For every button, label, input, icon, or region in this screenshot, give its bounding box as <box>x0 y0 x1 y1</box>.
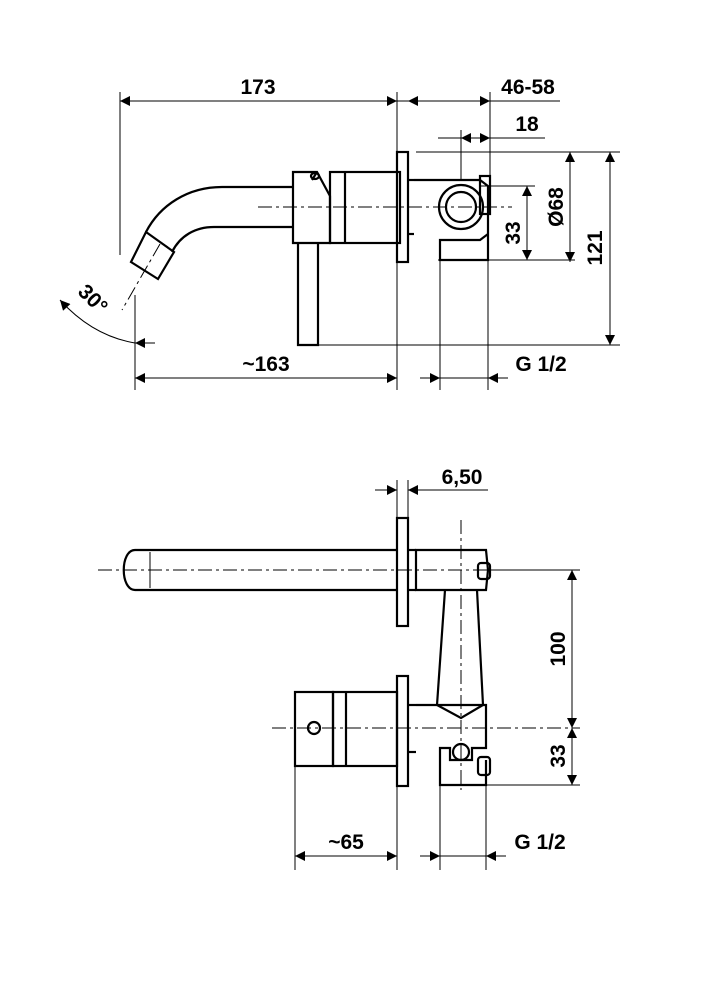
dim-connection-height-bottom: 33 <box>547 744 570 767</box>
dim-handle-reach: ~65 <box>328 831 364 854</box>
dim-connection-height-top: 33 <box>502 221 525 244</box>
dim-spout-angle: 30° <box>73 280 112 319</box>
dim-center-distance: 100 <box>547 631 570 666</box>
dim-total-height: 121 <box>584 230 607 265</box>
side-elevation-view: 173 46-58 18 Ø68 33 121 ~163 G 1/2 30° <box>59 76 620 390</box>
dim-wall-depth: 46-58 <box>501 76 555 99</box>
dim-overall-length: 173 <box>240 76 275 99</box>
dim-connection-thread-top: G 1/2 <box>515 353 566 376</box>
dim-plate-diameter: Ø68 <box>545 187 568 227</box>
dim-plate-thickness: 6,50 <box>442 466 483 489</box>
dim-body-offset: 18 <box>515 113 539 136</box>
plan-view: 6,50 100 33 ~65 G 1/2 <box>98 466 580 870</box>
dim-spout-reach: ~163 <box>242 353 289 376</box>
dim-connection-thread-bottom: G 1/2 <box>514 831 565 854</box>
